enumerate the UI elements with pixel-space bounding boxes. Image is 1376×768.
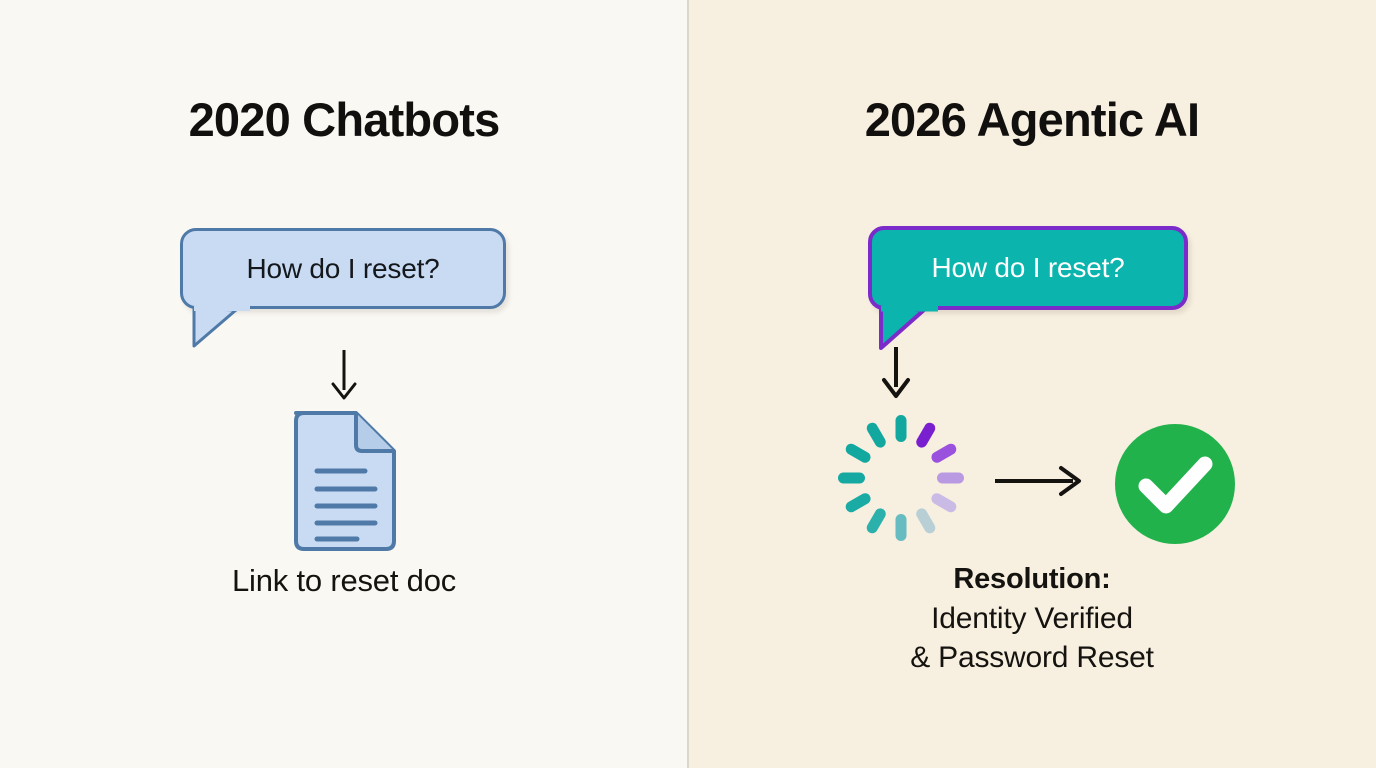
panel-divider bbox=[687, 0, 689, 768]
spinner-spoke bbox=[895, 415, 907, 442]
spinner-spoke bbox=[937, 472, 964, 484]
spinner-spoke bbox=[931, 443, 957, 463]
panel-2020-chatbots: 2020 Chatbots How do I reset? bbox=[180, 93, 506, 598]
spinner-spoke bbox=[866, 508, 886, 534]
page-title-right: 2026 Agentic AI bbox=[864, 93, 1200, 146]
resolution-line-1: Identity Verified bbox=[931, 602, 1133, 635]
speech-bubble-right-tail bbox=[879, 306, 938, 350]
speech-bubble-right-text: How do I reset? bbox=[931, 252, 1125, 283]
arrow-down-icon-left bbox=[331, 350, 357, 400]
spinner-spoke bbox=[916, 422, 936, 448]
speech-bubble-left-tail bbox=[192, 306, 250, 348]
arrow-right-icon bbox=[995, 466, 1081, 496]
document-text-lines bbox=[314, 468, 378, 542]
spinner-spoke bbox=[866, 422, 886, 448]
resolution-heading: Resolution: bbox=[953, 563, 1111, 595]
resolution-block: Resolution: Identity Verified & Password… bbox=[688, 560, 1376, 677]
spinner-spoke bbox=[916, 508, 936, 534]
speech-bubble-right: How do I reset? bbox=[868, 226, 1188, 310]
speech-bubble-left-group: How do I reset? bbox=[180, 228, 506, 348]
loading-spinner bbox=[838, 415, 964, 541]
caption-left: Link to reset doc bbox=[231, 563, 457, 598]
spinner-spoke bbox=[845, 493, 871, 513]
success-check-icon bbox=[1115, 424, 1235, 544]
speech-bubble-right-group: How do I reset? bbox=[868, 226, 1188, 350]
arrow-down-icon-right bbox=[882, 347, 910, 398]
document-icon bbox=[294, 411, 396, 551]
spinner-spoke bbox=[838, 472, 865, 484]
speech-bubble-left-text: How do I reset? bbox=[246, 252, 440, 284]
spinner-spoke bbox=[845, 443, 871, 463]
spinner-spoke bbox=[895, 514, 907, 541]
resolution-line-2: & Password Reset bbox=[910, 641, 1154, 674]
page-title-left: 2020 Chatbots bbox=[188, 93, 501, 146]
speech-bubble-left: How do I reset? bbox=[180, 228, 506, 309]
panel-2026-agentic-ai: 2026 Agentic AI bbox=[688, 0, 1376, 768]
spinner-spoke bbox=[931, 493, 957, 513]
